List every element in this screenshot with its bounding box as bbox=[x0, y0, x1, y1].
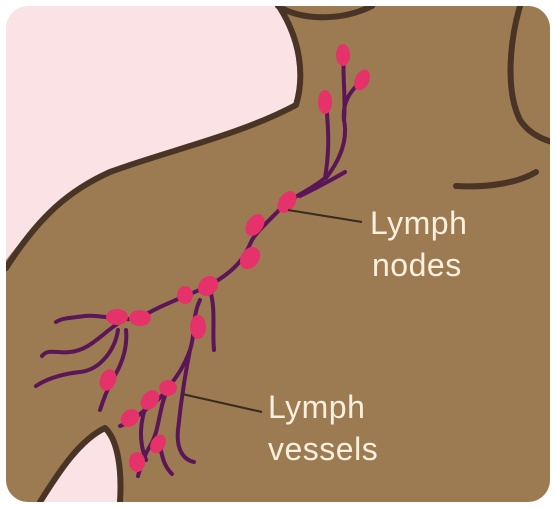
label-lymph-vessels-line2: vessels bbox=[268, 431, 378, 467]
lymph-node bbox=[190, 315, 206, 339]
body-silhouette bbox=[6, 6, 550, 502]
lymph-node bbox=[336, 44, 350, 66]
lymph-node bbox=[318, 90, 332, 114]
lymph-node bbox=[106, 309, 128, 325]
lymph-node bbox=[177, 286, 193, 304]
diagram-frame: Lymph nodes Lymph vessels bbox=[6, 6, 550, 502]
lymph-node bbox=[159, 380, 177, 396]
label-lymph-vessels-line1: Lymph bbox=[268, 389, 365, 425]
lymph-node bbox=[129, 310, 151, 326]
lymph-diagram: Lymph nodes Lymph vessels bbox=[6, 6, 550, 502]
label-lymph-nodes-line1: Lymph bbox=[370, 205, 467, 241]
lymph-node bbox=[129, 452, 145, 472]
label-lymph-nodes-line2: nodes bbox=[372, 247, 462, 283]
